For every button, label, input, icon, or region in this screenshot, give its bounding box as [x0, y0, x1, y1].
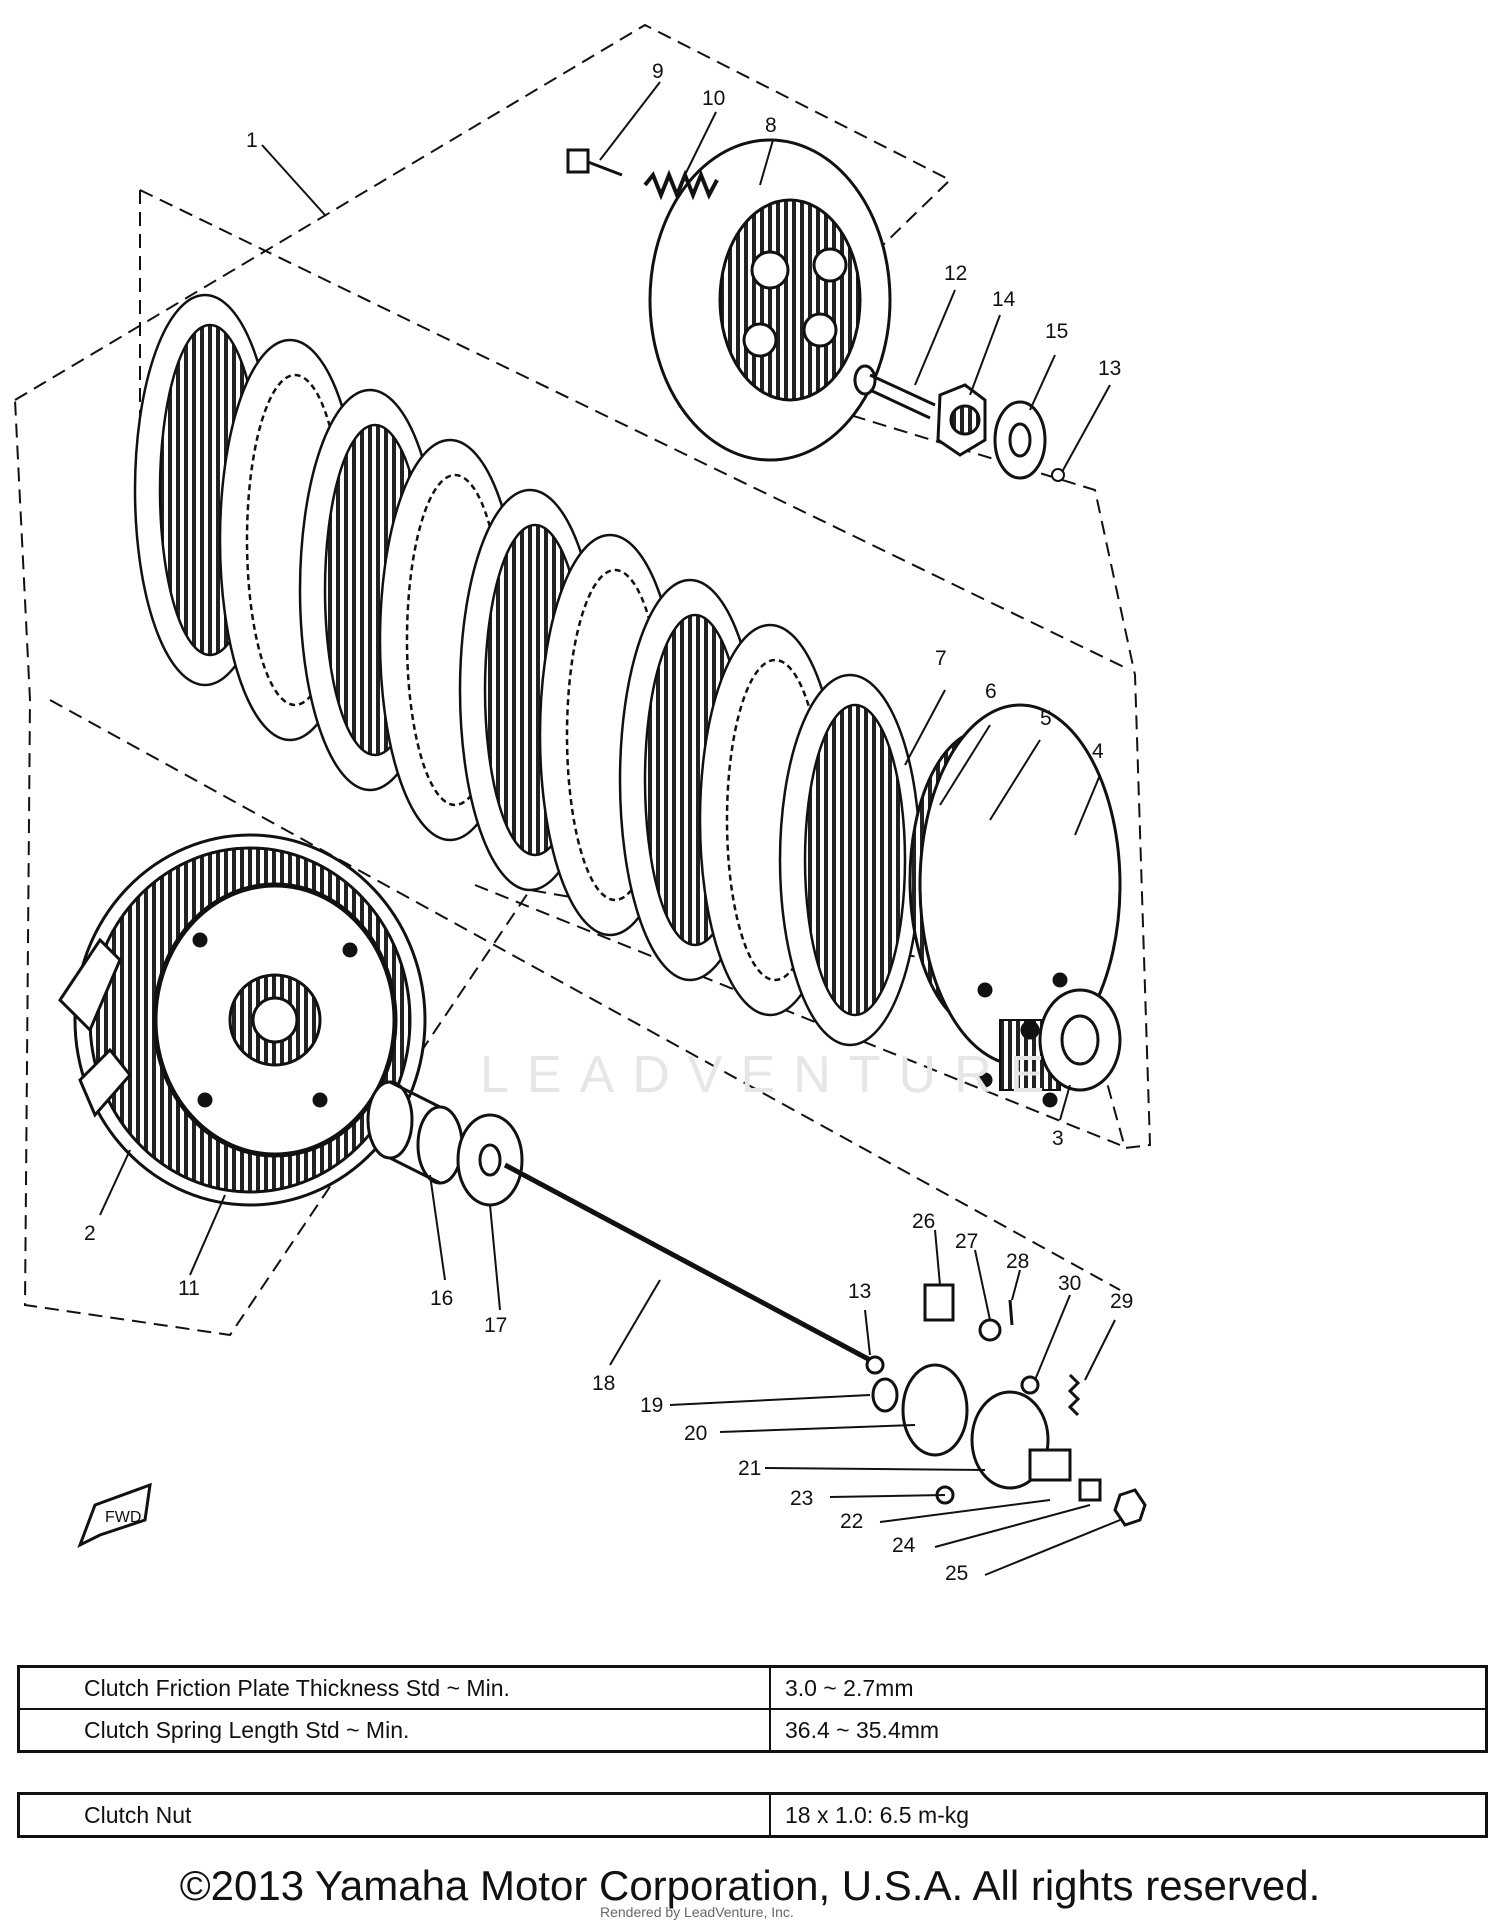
- callout-20: 20: [684, 1422, 707, 1445]
- watermark: LEADVENTURE: [480, 1046, 1063, 1104]
- spec-value: 3.0 ~ 2.7mm: [769, 1665, 1488, 1710]
- torque-value: 18 x 1.0: 6.5 m-kg: [769, 1792, 1488, 1838]
- push-rod-2: [503, 1162, 872, 1363]
- callout-4: 4: [1092, 740, 1104, 763]
- callout-21: 21: [738, 1457, 761, 1480]
- callout-10: 10: [702, 87, 725, 110]
- callout-7: 7: [935, 647, 947, 670]
- spec-value: 36.4 ~ 35.4mm: [769, 1708, 1488, 1753]
- callout-25: 25: [945, 1562, 968, 1585]
- callout-numbers: 1 2 3 4 5 6 7 8 9 10 11 12 13 14 15 16 1…: [84, 60, 1133, 1585]
- callout-16: 16: [430, 1287, 453, 1310]
- callout-28: 28: [1006, 1250, 1029, 1273]
- spec-label: Clutch Spring Length Std ~ Min.: [17, 1708, 771, 1753]
- clutch-exploded-diagram: FWD 1 2 3 4 5 6 7 8 9 10 11 12 13 14 15 …: [13, 23, 1152, 1585]
- forward-arrow-icon: FWD: [77, 1482, 152, 1549]
- clutch-boss: [908, 703, 1122, 1108]
- callout-30: 30: [1058, 1272, 1081, 1295]
- pressure-plate-bolt: [566, 148, 623, 177]
- clutch-release: [865, 1283, 1147, 1527]
- spacer: [366, 1080, 464, 1185]
- callout-22: 22: [840, 1510, 863, 1533]
- group-boundaries: [13, 23, 1152, 1337]
- callout-13: 13: [1098, 357, 1121, 380]
- ball-upper: [1051, 468, 1065, 482]
- callout-15: 15: [1045, 320, 1068, 343]
- clutch-nut: [936, 383, 987, 457]
- callout-19: 19: [640, 1394, 663, 1417]
- spacer-washer: [456, 1113, 524, 1207]
- callout-24: 24: [892, 1534, 916, 1557]
- table-row: Clutch Nut 18 x 1.0: 6.5 m-kg: [17, 1792, 1488, 1838]
- fwd-label: FWD: [105, 1509, 141, 1526]
- spec-table: Clutch Friction Plate Thickness Std ~ Mi…: [17, 1665, 1488, 1753]
- lock-washer: [993, 400, 1047, 480]
- callout-3: 3: [1052, 1127, 1064, 1150]
- callout-2: 2: [84, 1222, 96, 1245]
- copyright-notice: ©2013 Yamaha Motor Corporation, U.S.A. A…: [179, 1862, 1321, 1909]
- callout-1: 1: [246, 129, 258, 152]
- callout-8: 8: [765, 114, 777, 137]
- leader-lines: [99, 81, 1121, 1576]
- callout-27: 27: [955, 1230, 978, 1253]
- torque-label: Clutch Nut: [17, 1792, 771, 1838]
- thrust-washer: [1038, 988, 1122, 1092]
- callout-6: 6: [985, 680, 997, 703]
- callout-26: 26: [912, 1210, 935, 1233]
- callout-29: 29: [1110, 1290, 1133, 1313]
- spec-label: Clutch Friction Plate Thickness Std ~ Mi…: [17, 1665, 771, 1710]
- callout-18: 18: [592, 1372, 615, 1395]
- rendered-by-note: Rendered by LeadVenture, Inc.: [600, 1904, 794, 1920]
- torque-table: Clutch Nut 18 x 1.0: 6.5 m-kg: [17, 1792, 1488, 1838]
- callout-11: 11: [178, 1277, 200, 1300]
- pressure-plate: [648, 138, 892, 462]
- callout-13-lower: 13: [848, 1280, 871, 1303]
- callout-9: 9: [652, 60, 664, 83]
- clutch-housing: [58, 833, 427, 1207]
- callout-23: 23: [790, 1487, 813, 1510]
- callout-12: 12: [944, 262, 967, 285]
- table-row: Clutch Spring Length Std ~ Min. 36.4 ~ 3…: [17, 1708, 1488, 1753]
- push-rod-1: [853, 364, 936, 420]
- table-row: Clutch Friction Plate Thickness Std ~ Mi…: [17, 1665, 1488, 1710]
- callout-5: 5: [1040, 707, 1052, 730]
- callout-17: 17: [484, 1314, 507, 1337]
- clutch-plate-stack: [133, 293, 922, 1047]
- callout-14: 14: [992, 288, 1016, 311]
